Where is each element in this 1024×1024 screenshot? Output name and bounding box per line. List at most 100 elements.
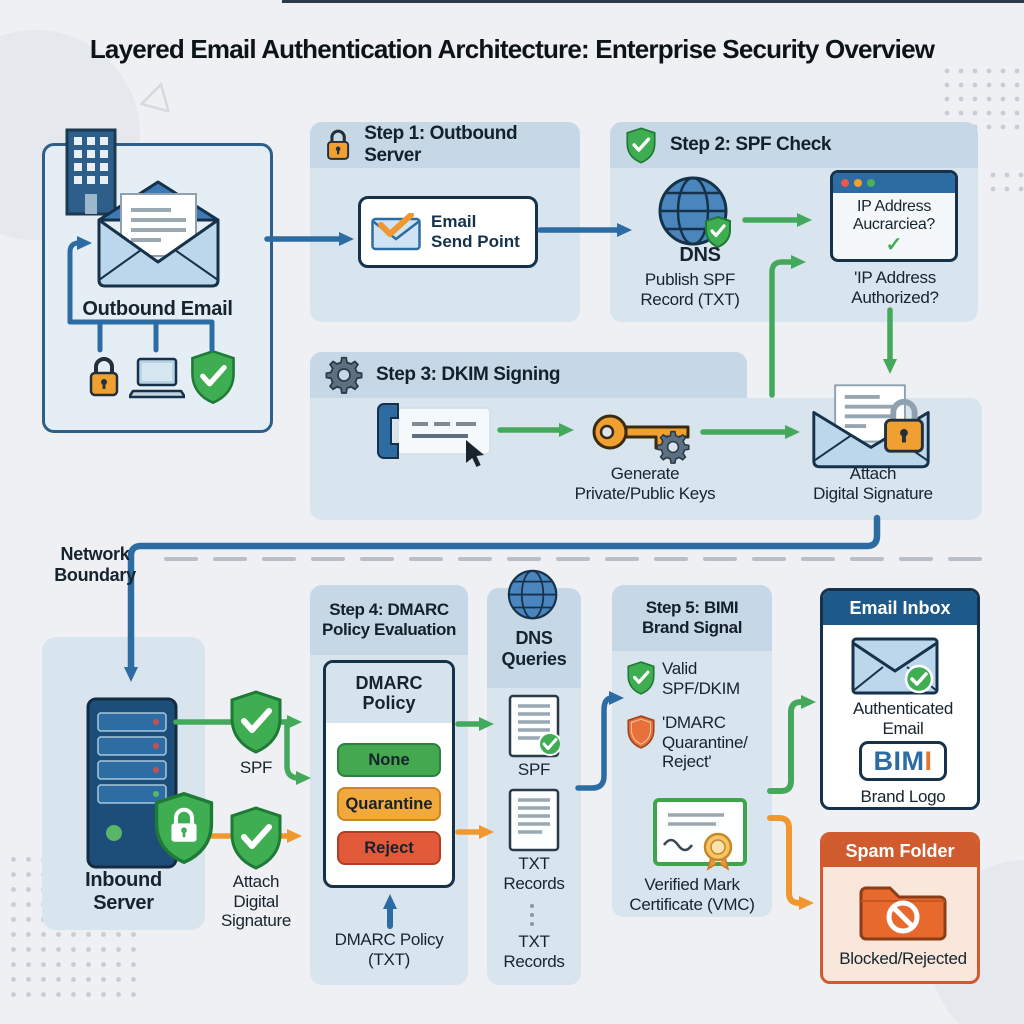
dmarc-policy-title: DMARC Policy bbox=[326, 663, 452, 723]
policy-pill-quarantine: Quarantine bbox=[337, 787, 441, 821]
envelope-to-inbound-arrow bbox=[124, 514, 881, 682]
decor-triangle bbox=[140, 82, 171, 112]
step3-header: Step 3: DKIM Signing bbox=[310, 352, 747, 398]
server-icon bbox=[86, 697, 178, 869]
open-envelope-icon bbox=[97, 180, 220, 288]
policy-pill-reject: Reject bbox=[337, 831, 441, 865]
step1-header: Step 1: Outbound Server bbox=[310, 122, 580, 168]
email-send-point-label: Email Send Point bbox=[431, 212, 520, 251]
attach-signature-label: Attach Digital Signature bbox=[813, 464, 933, 503]
step4-header-label: Step 4: DMARC Policy Evaluation bbox=[322, 599, 456, 639]
padlock-icon bbox=[327, 129, 350, 160]
decor-dots-topright bbox=[940, 64, 1024, 130]
step2-header: Step 2: SPF Check bbox=[610, 122, 978, 168]
attach-shield-icon bbox=[230, 806, 282, 870]
dns-globe-icon bbox=[658, 176, 731, 249]
window-dot-orange bbox=[854, 179, 862, 187]
authenticated-envelope-icon bbox=[851, 637, 939, 695]
globe-icon bbox=[507, 569, 558, 620]
generate-keys-label: Generate Private/Public Keys bbox=[574, 464, 716, 503]
shield-check-icon bbox=[627, 661, 655, 695]
network-boundary-label: Network Boundary bbox=[54, 544, 136, 585]
step5-to-spam-arrow bbox=[767, 815, 814, 910]
certificate-icon bbox=[653, 798, 747, 871]
dns-label: DNS bbox=[679, 244, 721, 266]
window-titlebar bbox=[833, 173, 955, 193]
txt-records-label: TXT Records bbox=[503, 854, 565, 893]
email-inbox-header: Email Inbox bbox=[823, 591, 977, 625]
step5-header: Step 5: BIMI Brand Signal bbox=[612, 585, 772, 651]
spf-branch-green-arrow bbox=[284, 719, 311, 785]
step3-header-label: Step 3: DKIM Signing bbox=[376, 364, 561, 385]
blocked-folder-icon bbox=[859, 886, 947, 941]
ellipsis-icon bbox=[530, 904, 534, 926]
ip-authorized-caption: 'IP Address Authorized? bbox=[851, 268, 939, 307]
step1-panel: Step 1: Outbound Server Email Send Point bbox=[310, 122, 580, 322]
dns-queries-panel: DNS Queries SPF TXT Records TXT Records bbox=[487, 569, 581, 985]
brand-logo-label: Brand Logo bbox=[860, 787, 946, 806]
dkim-to-window-arrow bbox=[769, 255, 806, 398]
outbound-email-label: Outbound Email bbox=[82, 298, 233, 320]
dmarc-policy-box: DMARC Policy None Quarantine Reject bbox=[323, 660, 455, 888]
bimi-logo-orange-letter: I bbox=[924, 745, 933, 776]
policy-pill-none: None bbox=[337, 743, 441, 777]
spf-doc-icon bbox=[508, 694, 560, 758]
dmarc-policy-options: None Quarantine Reject bbox=[326, 723, 452, 865]
spam-folder-box: Spam Folder Blocked/Rejected bbox=[820, 832, 980, 984]
dmarc-txt-label: DMARC Policy (TXT) bbox=[334, 930, 444, 969]
vmc-label: Verified Mark Certificate (VMC) bbox=[629, 875, 755, 914]
gear-icon bbox=[325, 356, 363, 394]
decor-top-strip bbox=[282, 0, 1024, 3]
txt-doc-icon bbox=[508, 788, 560, 852]
spam-folder-header: Spam Folder bbox=[823, 835, 977, 867]
outbound-branch-lines bbox=[67, 319, 215, 353]
valid-spf-dkim-label: Valid SPF/DKIM bbox=[662, 659, 740, 698]
decor-dots-right bbox=[986, 168, 1024, 194]
step4-header: Step 4: DMARC Policy Evaluation bbox=[310, 585, 468, 655]
txt-records-label-2: TXT Records bbox=[503, 932, 565, 971]
bimi-logo-blue-letters: BIM bbox=[873, 745, 925, 776]
outbound-loop-arrow bbox=[67, 236, 92, 325]
step2-header-label: Step 2: SPF Check bbox=[670, 134, 832, 155]
window-check-mark: ✓ bbox=[885, 233, 903, 256]
key-gear-icon bbox=[656, 430, 690, 464]
dmarc-quarantine-reject-label: 'DMARC Quarantine/ Reject' bbox=[662, 713, 748, 772]
orange-shield-icon bbox=[627, 715, 655, 749]
inbound-server-label: Inbound Server bbox=[85, 869, 162, 915]
window-dot-green bbox=[867, 179, 875, 187]
step5-header-label: Step 5: BIMI Brand Signal bbox=[641, 597, 743, 637]
laptop-icon bbox=[129, 357, 185, 399]
step3-body: Generate Private/Public Keys Attach Digi… bbox=[310, 384, 982, 520]
signed-envelope-lock-icon bbox=[812, 384, 930, 469]
step4-panel: Step 4: DMARC Policy Evaluation DMARC Po… bbox=[310, 585, 468, 985]
step1-header-label: Step 1: Outbound Server bbox=[364, 123, 518, 166]
step3-header-band: Step 3: DKIM Signing bbox=[310, 352, 747, 398]
window-question-text: IP Address Aucrarciea? bbox=[852, 198, 936, 234]
inbound-panel: Inbound Server bbox=[42, 637, 205, 930]
outbound-email-box: Outbound Email bbox=[42, 128, 273, 433]
dns-to-step5-arrow bbox=[575, 691, 624, 791]
authenticated-email-label: Authenticated Email bbox=[852, 699, 954, 738]
server-shield-lock-icon bbox=[154, 791, 214, 865]
dns-sub-label: Publish SPF Record (TXT) bbox=[640, 270, 740, 309]
step5-to-inbox-arrow bbox=[767, 695, 816, 794]
ip-check-window: IP Address Aucrarciea? ✓ bbox=[830, 170, 958, 262]
attach-shield-label: Attach Digital Signature bbox=[220, 872, 292, 931]
window-dot-red bbox=[841, 179, 849, 187]
step5-panel: Step 5: BIMI Brand Signal Valid SPF/DKIM… bbox=[612, 585, 772, 917]
shield-check-icon bbox=[191, 349, 235, 405]
spf-shield-label: SPF bbox=[239, 758, 273, 777]
padlock-icon bbox=[89, 357, 119, 397]
spf-doc-label: SPF bbox=[517, 760, 551, 779]
page-title: Layered Email Authentication Architectur… bbox=[89, 34, 935, 64]
spf-shield-icon bbox=[230, 690, 282, 754]
blocked-rejected-label: Blocked/Rejected bbox=[839, 949, 967, 968]
email-check-icon bbox=[371, 213, 421, 251]
dkim-signature-stamp-icon bbox=[377, 403, 491, 467]
shield-check-icon bbox=[626, 126, 656, 164]
email-send-point-node: Email Send Point bbox=[358, 196, 538, 268]
